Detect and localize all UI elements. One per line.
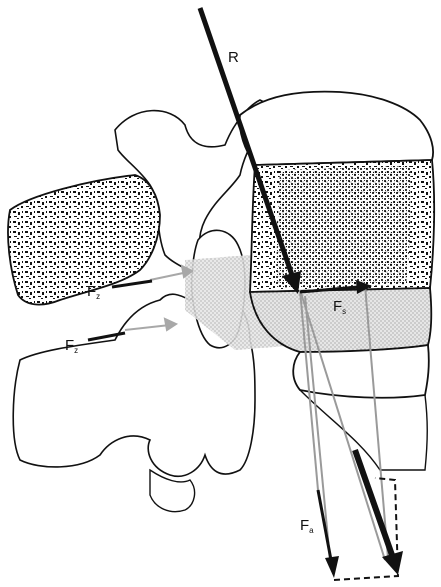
- large-force-arrowhead: [382, 551, 403, 575]
- axial-force-arrowhead: [325, 556, 339, 578]
- transverse-process-section: [8, 175, 160, 305]
- label-facet-force-lower: Fz: [65, 337, 78, 355]
- force-parallelogram: [334, 478, 398, 580]
- vertebral-body-top-outline: [240, 92, 433, 165]
- vertebral-body-lower-edge: [300, 390, 427, 470]
- label-axial-force: Fa: [300, 517, 314, 535]
- label-resultant: R: [228, 49, 239, 66]
- large-force-arrow: [355, 450, 392, 555]
- vertebral-body-dense-core: [275, 166, 411, 288]
